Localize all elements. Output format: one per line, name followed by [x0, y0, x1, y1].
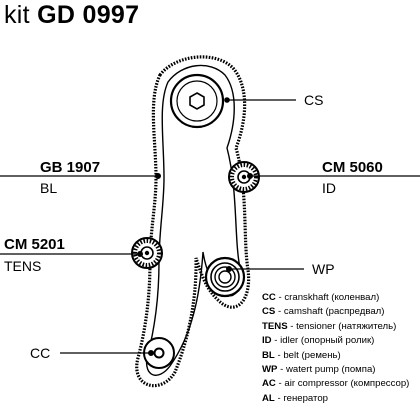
kit-code: GD 0997: [37, 1, 140, 29]
idler-part-number: CM 5060: [322, 159, 383, 176]
legend-desc: - генератор: [274, 392, 328, 404]
legend-key: TENS: [262, 320, 288, 332]
legend-key: ID: [262, 335, 272, 347]
legend-row: AL - генератор: [262, 392, 420, 406]
legend-desc: - belt (ремень): [274, 349, 341, 361]
legend-key: CC: [262, 292, 276, 303]
legend: CC - cranskhaft (коленвал) CS - camshaft…: [262, 291, 420, 406]
water-pump-callout: WP: [312, 261, 335, 277]
tensioner-part-number: CM 5201: [4, 236, 65, 253]
idler-pulley: [228, 161, 260, 193]
crankshaft-callout: CC: [30, 345, 51, 361]
legend-desc: - idler (опорный ролик): [271, 335, 375, 347]
kit-title: kit GD 0997: [4, 0, 139, 30]
camshaft-callout: CS: [304, 92, 324, 108]
belt-abbr: BL: [40, 180, 58, 196]
legend-key: WP: [262, 364, 278, 376]
legend-row: CC - cranskhaft (коленвал): [262, 291, 420, 305]
legend-desc: - watert pump (помпа): [277, 364, 376, 376]
legend-row: ID - idler (опорный ролик): [262, 334, 420, 348]
legend-row: TENS - tensioner (натяжитель): [262, 320, 420, 334]
legend-row: WP - watert pump (помпа): [262, 363, 420, 377]
belt-part-number: GB 1907: [40, 159, 101, 176]
legend-key: BL: [262, 349, 275, 361]
legend-key: AL: [262, 392, 275, 404]
legend-desc: - camshaft (распредвал): [275, 306, 385, 318]
legend-row: CS - camshaft (распредвал): [262, 305, 420, 319]
legend-desc: - air compressor (компрессор): [275, 378, 410, 390]
legend-key: CS: [262, 306, 276, 318]
legend-row: AC - air compressor (компрессор): [262, 377, 420, 391]
legend-desc: - cranskhaft (коленвал): [275, 292, 380, 303]
title-kit-word: kit: [4, 1, 30, 29]
idler-abbr: ID: [322, 180, 336, 196]
leader-lines: [0, 97, 420, 357]
legend-desc: - tensioner (натяжитель): [287, 320, 397, 332]
tensioner-pulley: [131, 237, 163, 269]
tensioner-abbr: TENS: [4, 258, 42, 274]
legend-key: AC: [262, 378, 276, 390]
timing-belt: [135, 55, 251, 388]
water-pump-pulley: [204, 256, 246, 298]
camshaft-pulley: [169, 73, 225, 129]
legend-row: BL - belt (ремень): [262, 349, 420, 363]
